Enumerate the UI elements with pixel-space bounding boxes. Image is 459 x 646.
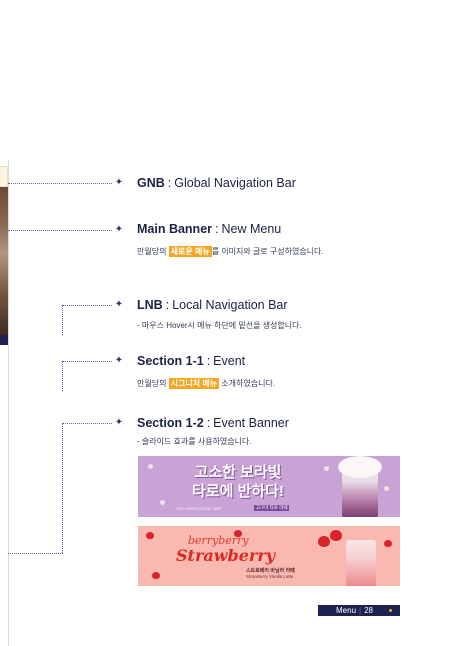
left-page-lnb-fragment xyxy=(0,335,8,345)
decor-dot xyxy=(160,500,165,505)
section-1-1-desc: 만월당의 시그니처 메뉴 소개하였습니다. xyxy=(137,378,276,389)
strawberry-latte-banner[interactable]: berryberry Strawberry 스트로베리 바닐라 라떼 Straw… xyxy=(138,526,400,586)
lnb-abbr: LNB xyxy=(137,298,163,312)
highlight-new-menu: 새로운 메뉴 xyxy=(168,246,212,257)
star-icon: ✦ xyxy=(114,224,124,235)
lnb-name: Local Navigation Bar xyxy=(172,298,288,312)
taro-latte-banner[interactable]: 고소한 보라빛 타로에 반하다! Taro sweet potato latte… xyxy=(138,456,400,517)
main-banner-title: Main Banner:New Menu xyxy=(137,222,282,236)
page-footer-tag: Menu|28 xyxy=(318,605,400,616)
page-number: 28 xyxy=(364,606,373,615)
gnb-connector xyxy=(8,183,112,184)
strawberry-banner-line-1: berryberry xyxy=(188,534,249,547)
gnb-abbr: GNB xyxy=(137,176,165,190)
strawberry-icon xyxy=(330,530,342,541)
strawberry-banner-line-2: Strawberry xyxy=(176,546,276,565)
section-1-2-name: Event Banner xyxy=(213,416,289,430)
strawberry-icon xyxy=(384,540,392,547)
section-1-2-title: Section 1-2:Event Banner xyxy=(137,416,289,430)
star-icon: ✦ xyxy=(114,355,124,366)
highlight-signature-menu: 시그니처 메뉴 xyxy=(168,378,220,389)
lnb-title: LNB:Local Navigation Bar xyxy=(137,298,288,312)
whipped-cream-image xyxy=(338,456,382,478)
section-1-2-connector xyxy=(62,423,112,424)
gnb-title: GNB:Global Navigation Bar xyxy=(137,176,296,190)
strawberry-banner-kor-name: 스트로베리 바닐라 라떼 xyxy=(246,568,295,574)
strawberry-icon xyxy=(146,532,154,539)
footer-dot-icon xyxy=(389,609,392,612)
left-page-gnb-fragment xyxy=(0,166,8,187)
page-divider-line xyxy=(8,160,9,646)
strawberry-icon xyxy=(318,536,330,547)
decor-dot xyxy=(384,486,389,491)
lnb-connector-vertical xyxy=(62,305,63,335)
section-1-2-connector-bottom xyxy=(8,553,63,554)
lnb-connector xyxy=(62,305,112,306)
section-1-2-abbr: Section 1-2 xyxy=(137,416,204,430)
section-1-1-title: Section 1-1:Event xyxy=(137,354,246,368)
section-1-2-connector-vertical xyxy=(62,423,63,553)
strawberry-icon xyxy=(234,530,242,537)
main-banner-name: New Menu xyxy=(221,222,282,236)
strawberry-banner-eng-name: Strawberry Vanilla Latte xyxy=(246,574,294,579)
taro-banner-tag: 고구마 타로 라떼 xyxy=(254,505,290,511)
strawberry-icon xyxy=(152,572,160,579)
left-page-photo-fragment xyxy=(0,187,8,335)
main-banner-connector xyxy=(8,230,112,231)
footer-label: Menu xyxy=(336,606,357,615)
decor-dot xyxy=(148,464,153,469)
star-icon: ✦ xyxy=(114,177,124,188)
section-1-1-connector xyxy=(62,361,112,362)
gnb-name: Global Navigation Bar xyxy=(174,176,296,190)
star-icon: ✦ xyxy=(114,299,124,310)
lnb-desc: - 마우스 Hover시 메뉴 하단에 밑선을 생성합니다. xyxy=(137,321,302,330)
taro-banner-caption: Taro sweet potato latte xyxy=(176,506,222,511)
star-icon: ✦ xyxy=(114,417,124,428)
section-1-1-connector-vertical xyxy=(62,361,63,391)
strawberry-latte-glass-image xyxy=(346,540,376,586)
section-1-2-desc: - 슬라이드 효과를 사용하였습니다. xyxy=(137,437,252,446)
decor-dot xyxy=(324,466,329,471)
taro-banner-line-2: 타로에 반하다! xyxy=(192,483,284,500)
taro-banner-line-1: 고소한 보라빛 xyxy=(194,464,282,481)
main-banner-abbr: Main Banner xyxy=(137,222,213,236)
section-1-1-abbr: Section 1-1 xyxy=(137,354,204,368)
section-1-1-name: Event xyxy=(213,354,246,368)
